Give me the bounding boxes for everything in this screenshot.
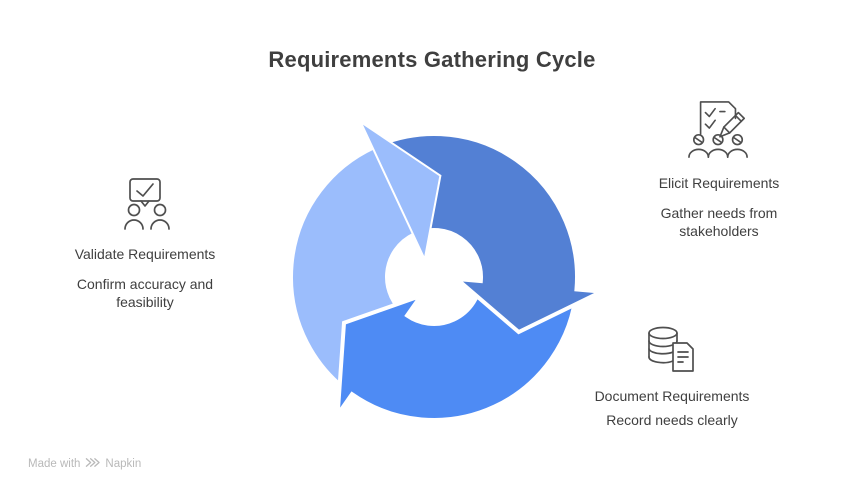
cycle-diagram <box>289 119 606 423</box>
watermark-brand: Napkin <box>105 458 142 470</box>
node-elicit-title: Elicit Requirements <box>658 175 780 191</box>
database-document-icon <box>647 325 697 378</box>
watermark: Made with Napkin <box>28 457 141 471</box>
napkin-logo-icon <box>85 457 101 471</box>
node-document-subtitle: Record needs clearly <box>606 412 738 428</box>
checklist-pencil-people-icon <box>688 100 750 165</box>
node-elicit-subtitle: Gather needs from stakeholders <box>660 205 778 239</box>
node-validate: Validate Requirements Confirm accuracy a… <box>35 177 255 311</box>
node-validate-title: Validate Requirements <box>74 246 216 262</box>
node-document: Document Requirements Record needs clear… <box>562 325 782 429</box>
node-validate-subtitle: Confirm accuracy and feasibility <box>76 276 214 310</box>
node-elicit: Elicit Requirements Gather needs from st… <box>609 100 829 240</box>
watermark-text: Made with <box>28 458 81 470</box>
cycle-segment-validate-head <box>363 124 440 257</box>
node-document-title: Document Requirements <box>594 388 750 404</box>
page-title: Requirements Gathering Cycle <box>268 47 596 72</box>
chat-check-people-icon <box>117 177 173 236</box>
